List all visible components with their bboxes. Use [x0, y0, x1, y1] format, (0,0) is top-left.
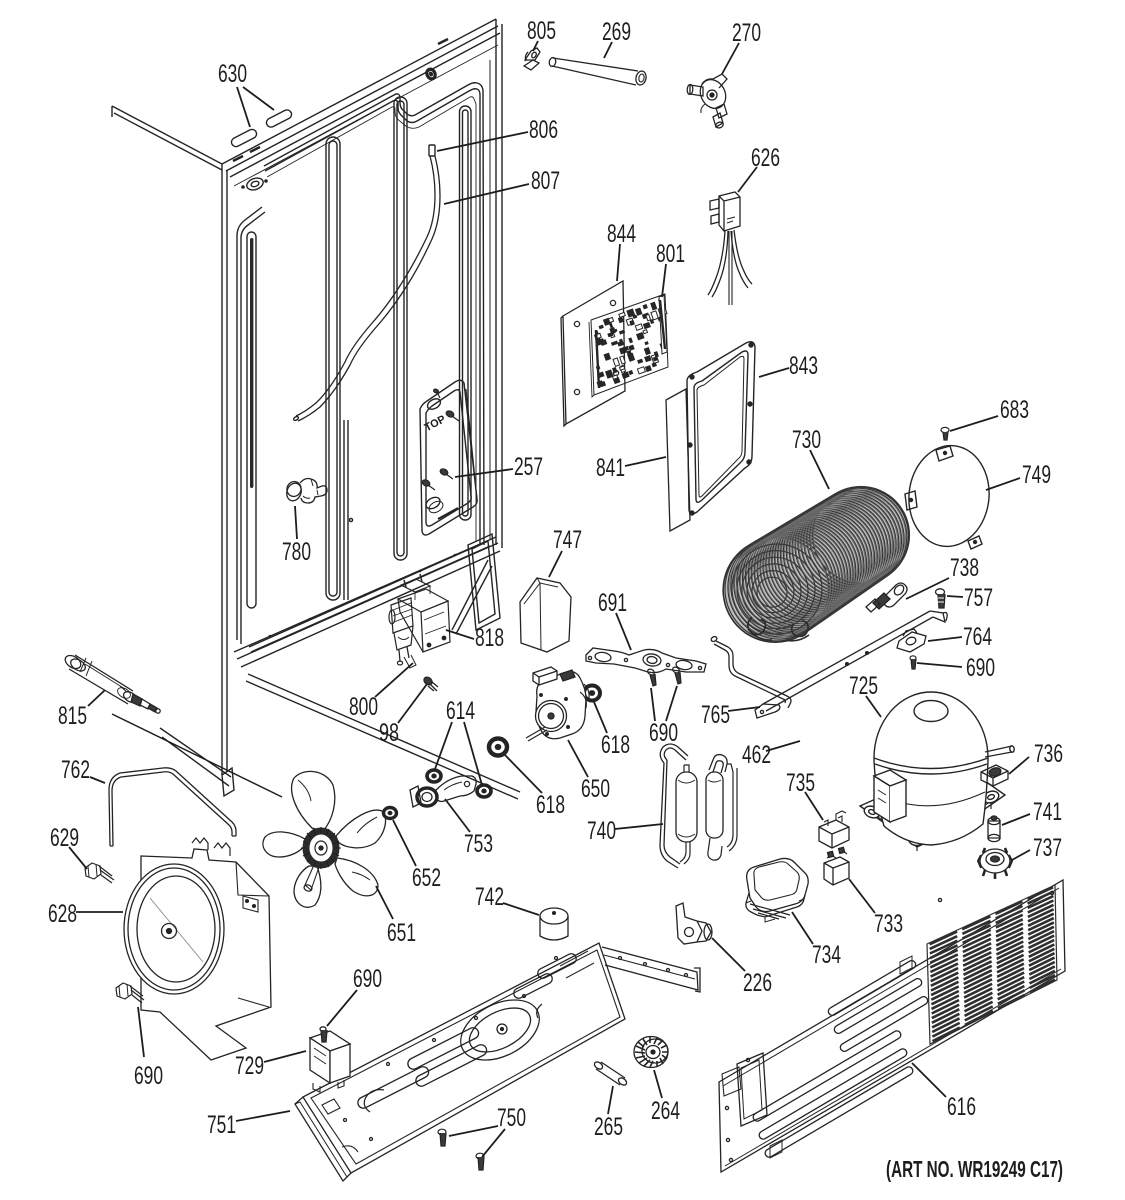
- svg-text:725: 725: [849, 672, 878, 700]
- svg-text:736: 736: [1034, 740, 1063, 768]
- svg-text:749: 749: [1022, 461, 1051, 489]
- svg-text:690: 690: [966, 654, 995, 682]
- svg-text:735: 735: [786, 769, 815, 797]
- svg-text:651: 651: [387, 919, 416, 947]
- svg-text:614: 614: [446, 697, 475, 725]
- svg-text:630: 630: [218, 60, 247, 88]
- svg-text:806: 806: [529, 116, 558, 144]
- svg-text:265: 265: [594, 1113, 623, 1141]
- svg-text:780: 780: [282, 538, 311, 566]
- svg-text:626: 626: [751, 144, 780, 172]
- svg-text:733: 733: [874, 910, 903, 938]
- svg-text:805: 805: [527, 17, 556, 45]
- svg-text:741: 741: [1033, 798, 1062, 826]
- svg-text:807: 807: [531, 167, 560, 195]
- svg-text:270: 270: [732, 19, 761, 47]
- svg-text:628: 628: [48, 900, 77, 928]
- svg-text:841: 841: [596, 454, 625, 482]
- svg-text:843: 843: [789, 352, 818, 380]
- svg-text:753: 753: [464, 830, 493, 858]
- svg-text:729: 729: [235, 1052, 264, 1080]
- svg-text:740: 740: [587, 817, 616, 845]
- svg-text:(ART NO. WR19249 C17): (ART NO. WR19249 C17): [886, 1156, 1063, 1182]
- svg-text:257: 257: [514, 453, 543, 481]
- svg-text:691: 691: [598, 589, 627, 617]
- svg-text:765: 765: [701, 701, 730, 729]
- svg-text:737: 737: [1033, 834, 1062, 862]
- svg-text:747: 747: [553, 526, 582, 554]
- svg-text:264: 264: [651, 1097, 680, 1125]
- svg-text:618: 618: [536, 791, 565, 819]
- svg-text:629: 629: [50, 824, 79, 852]
- svg-text:757: 757: [964, 584, 993, 612]
- svg-text:690: 690: [649, 719, 678, 747]
- svg-text:650: 650: [581, 775, 610, 803]
- svg-text:690: 690: [134, 1062, 163, 1090]
- svg-text:616: 616: [947, 1093, 976, 1121]
- svg-text:818: 818: [475, 624, 504, 652]
- svg-text:683: 683: [1000, 396, 1029, 424]
- svg-text:618: 618: [601, 731, 630, 759]
- svg-text:801: 801: [656, 240, 685, 268]
- svg-text:226: 226: [743, 969, 772, 997]
- svg-text:734: 734: [812, 941, 841, 969]
- svg-text:844: 844: [607, 220, 636, 248]
- svg-text:751: 751: [207, 1111, 236, 1139]
- svg-text:652: 652: [412, 864, 441, 892]
- svg-text:742: 742: [475, 883, 504, 911]
- svg-text:762: 762: [61, 756, 90, 784]
- svg-text:462: 462: [742, 741, 771, 769]
- svg-text:690: 690: [353, 965, 382, 993]
- svg-text:269: 269: [602, 18, 631, 46]
- svg-text:750: 750: [497, 1104, 526, 1132]
- svg-text:800: 800: [349, 693, 378, 721]
- svg-text:815: 815: [58, 702, 87, 730]
- svg-text:98: 98: [379, 719, 399, 747]
- svg-text:738: 738: [950, 554, 979, 582]
- svg-text:764: 764: [963, 623, 992, 651]
- svg-text:730: 730: [792, 426, 821, 454]
